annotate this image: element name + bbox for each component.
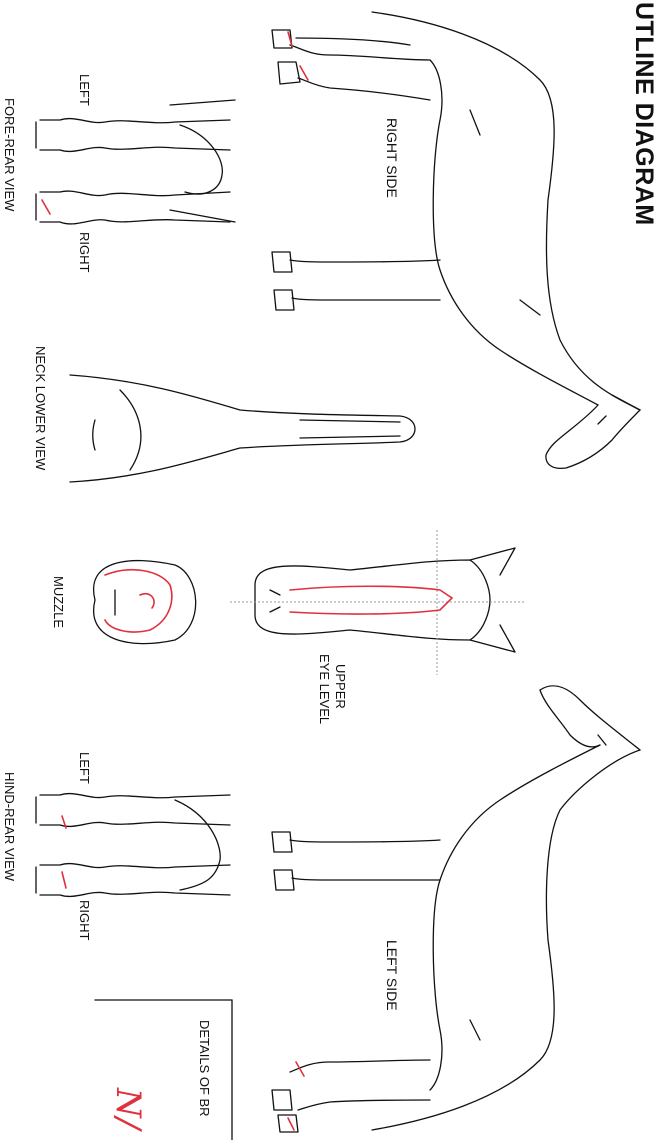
label-hind-left: LEFT xyxy=(77,752,92,784)
label-hind-right: RIGHT xyxy=(77,900,92,940)
label-eye-level: EYE LEVEL xyxy=(317,654,332,724)
label-upper: UPPER xyxy=(333,664,348,709)
neck-lower-view-drawing xyxy=(70,375,415,482)
label-muzzle: MUZZLE xyxy=(51,576,66,628)
details-label: DETAILS OF BR xyxy=(197,1020,212,1117)
left-side-horse xyxy=(272,686,640,1132)
fore-rear-view-drawing xyxy=(36,100,235,224)
label-fore-rear-view: FORE-REAR VIEW xyxy=(2,98,17,211)
page-title: UTLINE DIAGRAM xyxy=(629,2,658,226)
details-handwritten-note: N/ xyxy=(108,1088,148,1129)
hind-rear-view-drawing xyxy=(36,794,230,897)
muzzle-drawing xyxy=(94,561,196,644)
label-neck-lower-view: NECK LOWER VIEW xyxy=(33,346,48,470)
label-fore-left: LEFT xyxy=(77,74,92,106)
label-right-side: RIGHT SIDE xyxy=(384,118,400,198)
right-side-horse xyxy=(272,12,640,468)
head-front-view-drawing xyxy=(230,530,525,675)
label-fore-right: RIGHT xyxy=(77,232,92,272)
label-hind-rear-view: HIND-REAR VIEW xyxy=(2,772,17,881)
label-left-side: LEFT SIDE xyxy=(384,940,400,1011)
